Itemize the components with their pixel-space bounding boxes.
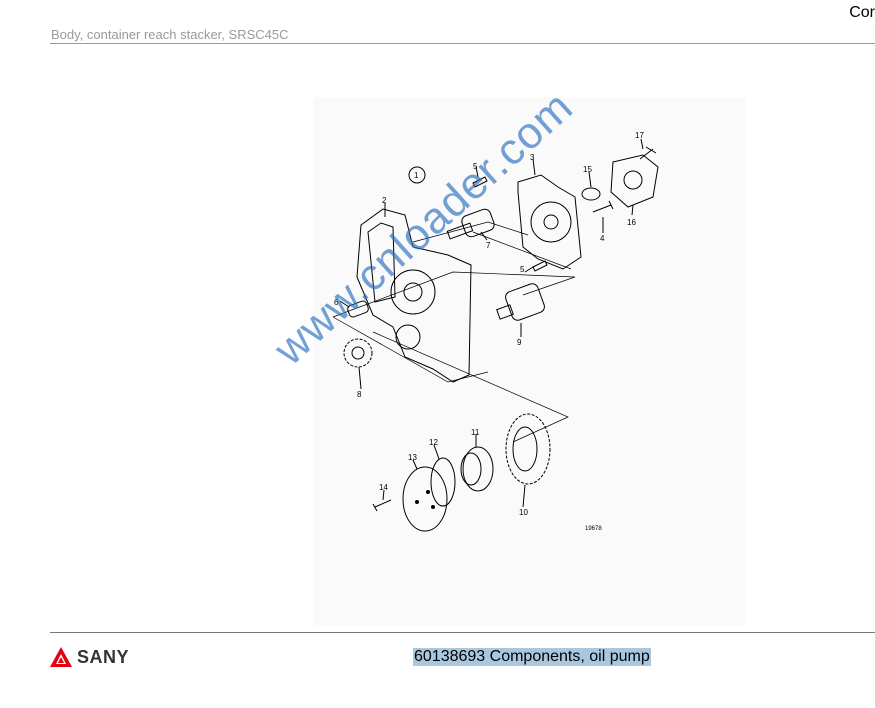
housing-bore-lower [395, 324, 421, 350]
callout-5-upper: 5 [473, 162, 478, 171]
leader-17 [640, 138, 644, 150]
cover-bore [530, 201, 572, 243]
housing-bore-inner [403, 282, 423, 302]
outlet-flange [610, 154, 659, 208]
drive-gear-9 [505, 283, 545, 321]
callout-8: 8 [357, 390, 362, 399]
small-gear-8 [343, 338, 373, 368]
callout-10: 10 [519, 508, 528, 517]
header-divider [50, 43, 875, 44]
callout-1: 1 [414, 171, 419, 180]
bolt-17 [639, 146, 657, 160]
housing-bore-upper [390, 269, 436, 315]
leader-12 [433, 444, 440, 460]
small-gear-hub [351, 346, 365, 360]
dowel-pin-upper [472, 176, 488, 188]
oil-pump-exploded-diagram: 1 2 3 4 5 5 6 7 8 9 10 11 12 13 14 15 16… [313, 97, 745, 625]
large-gear-10 [505, 413, 551, 485]
pump-cover [517, 174, 582, 270]
leader-5a [475, 166, 479, 178]
leader-8 [358, 366, 362, 390]
callout-5-lower: 5 [520, 265, 525, 274]
bushing-6 [347, 300, 369, 318]
disc-13 [402, 466, 448, 532]
exploded-view-drawing: 1 2 3 4 5 5 6 7 8 9 10 11 12 13 14 15 16… [332, 131, 659, 532]
leader-10 [522, 484, 526, 508]
assembly-guide-lines [332, 221, 576, 443]
callout-12: 12 [429, 438, 438, 447]
callout-4: 4 [600, 234, 605, 243]
corner-text: Cor [849, 4, 875, 21]
bolt-4 [592, 200, 614, 213]
large-gear-bore [512, 426, 538, 472]
group-marker-circle [408, 166, 426, 184]
sany-logo-icon [50, 647, 72, 667]
flange-port [623, 170, 643, 190]
hub-11-face [460, 452, 482, 486]
leader-14 [382, 489, 385, 501]
bolt-14 [372, 499, 392, 512]
housing-web [367, 222, 396, 303]
drawing-number: 19678 [585, 526, 602, 532]
callout-16: 16 [627, 218, 636, 227]
hub-11 [462, 446, 494, 492]
o-ring [581, 187, 601, 201]
callout-14: 14 [379, 483, 388, 492]
callout-11: 11 [471, 428, 480, 437]
leader-13 [412, 459, 418, 470]
callout-2: 2 [382, 196, 387, 205]
drive-gear-stub [496, 304, 514, 320]
dowel-pin-lower [532, 260, 548, 272]
callout-15: 15 [583, 165, 592, 174]
leader-15 [588, 171, 592, 188]
sany-logo: SANY [49, 646, 129, 668]
callout-7: 7 [486, 241, 491, 250]
leader-7 [480, 231, 488, 241]
brand-name: SANY [77, 646, 130, 667]
callout-3: 3 [530, 153, 535, 162]
page-header-title: Body, container reach stacker, SRSC45C [51, 27, 289, 42]
figure-caption: 60138693 Components, oil pump [413, 648, 651, 666]
callout-6: 6 [334, 298, 339, 307]
leader-3 [532, 158, 536, 176]
cover-bore-inner [543, 214, 559, 230]
footer-divider [50, 632, 875, 633]
leader-6 [339, 300, 350, 308]
shaft-7-stub [446, 222, 474, 240]
callout-17: 17 [635, 131, 644, 140]
plate-12 [430, 457, 456, 507]
leader-5b [524, 266, 534, 273]
leader-16 [631, 204, 634, 216]
callout-9: 9 [517, 338, 522, 347]
callout-13: 13 [408, 453, 417, 462]
